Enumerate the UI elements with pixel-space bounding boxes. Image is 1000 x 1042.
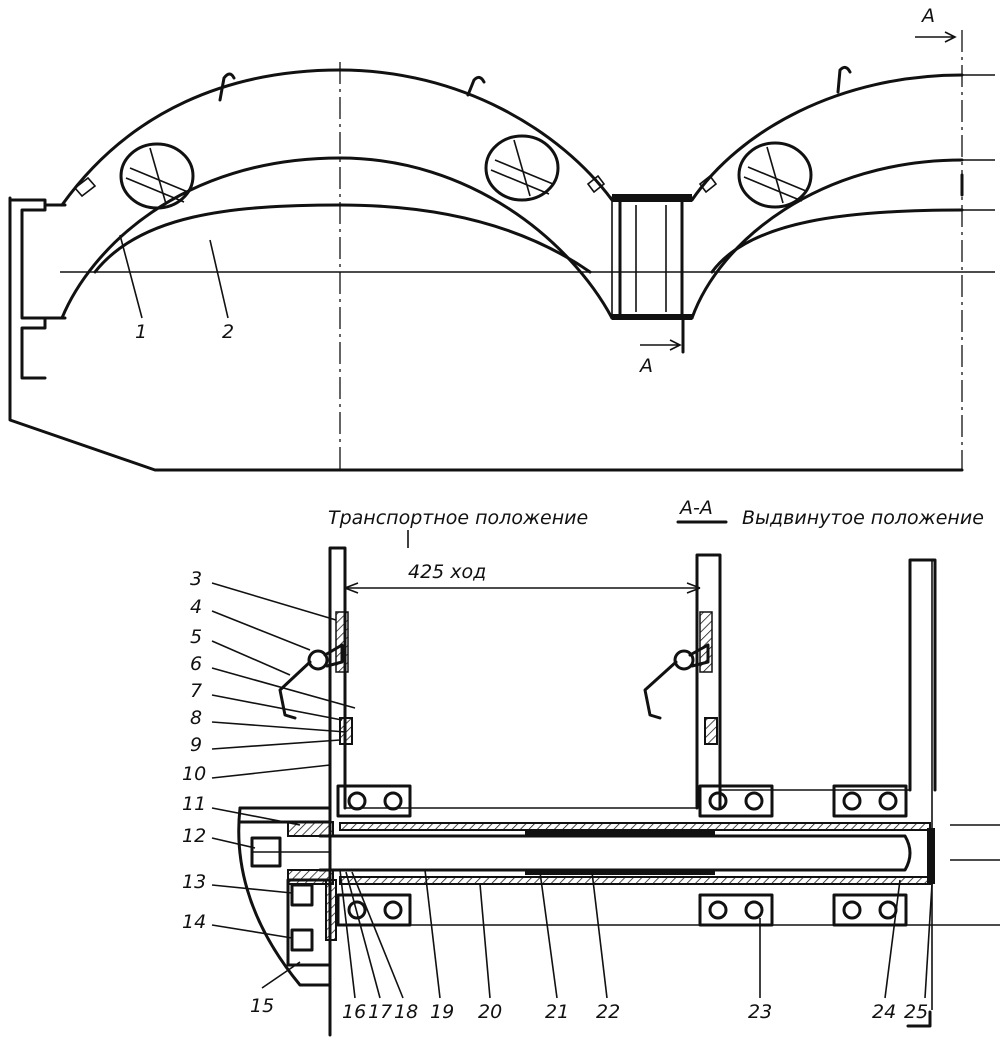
- part-label-11: 11: [182, 793, 206, 815]
- bolt-block-3: [832, 784, 908, 818]
- stroke-dimension: 425 ход: [408, 561, 486, 583]
- part-label-6: 6: [190, 653, 202, 675]
- part-label-15: 15: [250, 995, 274, 1017]
- porthole-middle: [484, 134, 560, 202]
- part-label-21: 21: [545, 1001, 569, 1023]
- porthole-left: [119, 142, 195, 210]
- part-label-10: 10: [182, 763, 206, 785]
- caption-extended: Выдвинутое положение: [742, 507, 984, 529]
- part-label-17: 17: [368, 1001, 392, 1023]
- part-label-12: 12: [182, 825, 206, 847]
- section-title: А-А: [678, 497, 713, 519]
- part-label-25: 25: [904, 1001, 928, 1023]
- bolt-block-4: [336, 893, 412, 927]
- part-label-24: 24: [872, 1001, 896, 1023]
- part-label-3: 3: [190, 568, 202, 590]
- bolt-block-1: [336, 784, 412, 818]
- porthole-right: [737, 141, 813, 209]
- bottom-view: Транспортное положение А-А Выдвинутое по…: [182, 497, 1000, 1037]
- latch-left: [278, 643, 353, 745]
- leaders: [211, 582, 933, 999]
- tube: [339, 822, 931, 885]
- part-label-23: 23: [748, 1001, 772, 1023]
- part-label-18: 18: [394, 1001, 418, 1023]
- latch-right: [643, 643, 718, 745]
- part-label-4: 4: [190, 596, 202, 618]
- hub-left: [237, 806, 337, 987]
- section-mark-lower: А: [638, 355, 653, 377]
- section-mark-upper: А: [920, 5, 935, 27]
- part-label-22: 22: [596, 1001, 620, 1023]
- part-label-2: 2: [222, 321, 234, 343]
- part-label-20: 20: [478, 1001, 502, 1023]
- part-label-7: 7: [190, 680, 202, 702]
- part-label-9: 9: [190, 734, 202, 756]
- part-label-14: 14: [182, 911, 206, 933]
- spring-left: [335, 611, 349, 673]
- rod: [318, 828, 935, 884]
- part-label-1: 1: [135, 321, 147, 343]
- part-label-16: 16: [342, 1001, 366, 1023]
- part-label-8: 8: [190, 707, 202, 729]
- part-label-19: 19: [430, 1001, 454, 1023]
- bolt-block-5: [698, 893, 774, 927]
- top-view: А А 1 2: [8, 5, 995, 472]
- part-label-13: 13: [182, 871, 206, 893]
- bolt-block-2: [698, 784, 774, 818]
- caption-transport: Транспортное положение: [328, 507, 588, 529]
- part-label-5: 5: [190, 626, 202, 648]
